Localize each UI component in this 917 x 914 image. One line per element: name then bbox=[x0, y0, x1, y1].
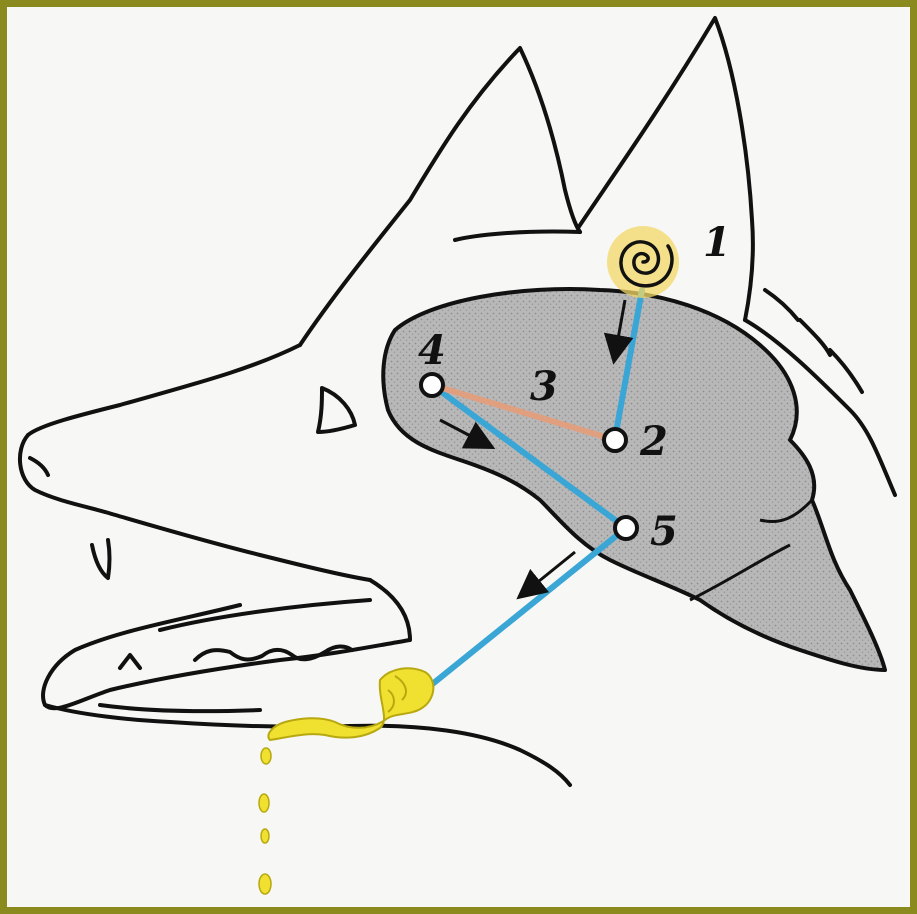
label-1: 1 bbox=[703, 219, 731, 266]
saliva-drop bbox=[259, 874, 271, 894]
inner-ear-line bbox=[455, 232, 580, 240]
upper-jaw bbox=[105, 512, 370, 580]
lower-lip bbox=[100, 705, 260, 711]
label-4: 4 bbox=[418, 327, 446, 374]
label-5: 5 bbox=[650, 508, 678, 555]
nostril bbox=[30, 458, 48, 475]
node-5-salivary-center bbox=[615, 517, 637, 539]
saliva-drop bbox=[261, 829, 269, 843]
fur-tuft-3 bbox=[830, 350, 862, 392]
saliva-drop bbox=[259, 794, 269, 812]
saliva-drops bbox=[259, 748, 271, 894]
saliva-drop bbox=[261, 748, 271, 764]
salivary-gland bbox=[268, 668, 433, 740]
muzzle-top bbox=[28, 345, 300, 435]
spiral-sound-icon bbox=[607, 226, 679, 298]
eye bbox=[318, 388, 355, 432]
label-3: 3 bbox=[530, 363, 558, 410]
nose bbox=[20, 435, 105, 512]
label-2: 2 bbox=[639, 418, 668, 465]
fur-tuft-1 bbox=[765, 290, 798, 320]
path-5-to-gland bbox=[425, 528, 626, 690]
upper-fang bbox=[92, 540, 110, 578]
node-4-food-center bbox=[421, 374, 443, 396]
fur-tuft-2 bbox=[800, 320, 830, 355]
node-2-auditory-center bbox=[604, 429, 626, 451]
chin bbox=[45, 705, 570, 785]
